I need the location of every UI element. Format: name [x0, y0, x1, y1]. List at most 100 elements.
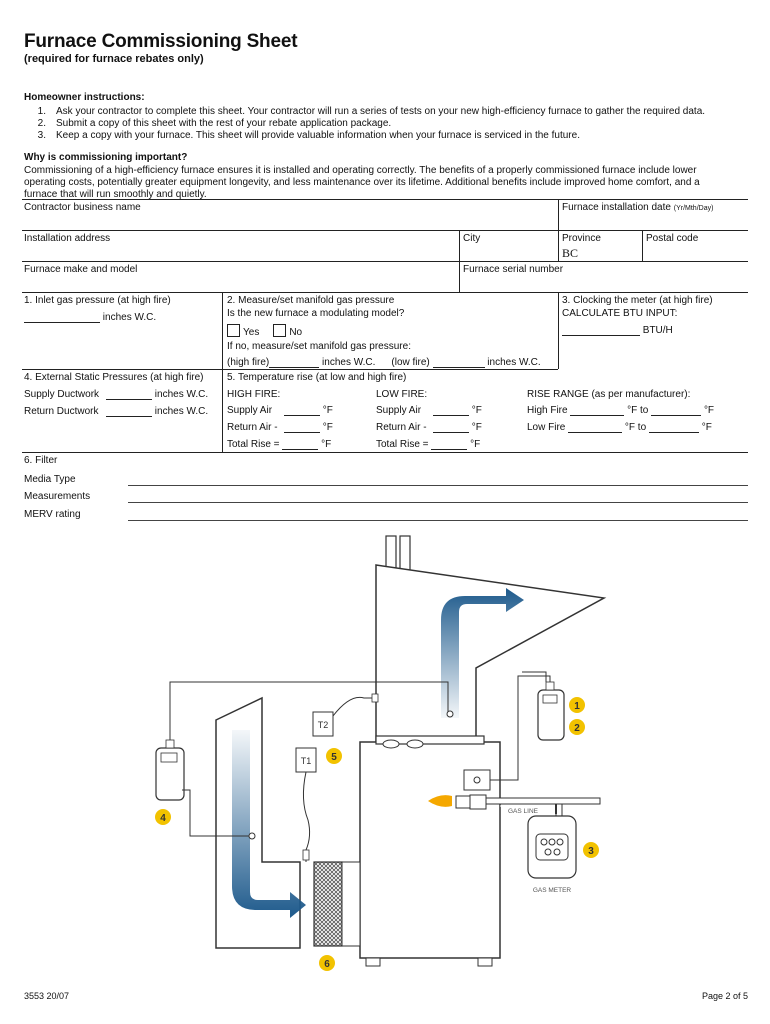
sec2-question: Is the new furnace a modulating model? — [227, 308, 405, 319]
yes-checkbox[interactable] — [227, 324, 240, 337]
merv-rating-label: MERV rating — [24, 509, 81, 520]
high-fire-max-field[interactable] — [651, 405, 702, 416]
gas-meter-label: GAS METER — [533, 887, 572, 894]
badge-5-label: 5 — [331, 752, 337, 763]
sec4-return-label: Return Ductwork — [24, 406, 99, 417]
sec2-manifold-row: (high fire) inches W.C.(low fire) inches… — [227, 357, 541, 368]
flame-icon — [428, 795, 452, 807]
install-date-format: (Yr/Mth/Day) — [673, 205, 714, 212]
install-date-field[interactable] — [562, 214, 746, 228]
deg-unit: °F — [470, 439, 481, 450]
low-fire-min-field[interactable] — [568, 422, 623, 433]
city-label: City — [463, 233, 481, 244]
form-border-top — [22, 199, 748, 200]
no-checkbox[interactable] — [273, 324, 287, 337]
high-total-rise-field[interactable] — [282, 439, 319, 450]
form-rule — [22, 261, 748, 262]
high-fire-label: (high fire) — [227, 357, 270, 368]
manifold-low-fire-field[interactable] — [432, 357, 485, 368]
sec5-rise-range: RISE RANGE (as per manufacturer): — [527, 389, 691, 400]
sec6-label: 6. Filter — [24, 455, 58, 466]
supply-airflow-arrow — [441, 588, 524, 718]
low-return-air-field[interactable] — [433, 422, 469, 433]
inlet-gas-pressure-field[interactable] — [24, 312, 100, 323]
install-date-label: Furnace installation date (Yr/Mth/Day) — [562, 202, 713, 213]
instruction-num: 3. — [37, 130, 46, 141]
postal-code-field[interactable] — [646, 245, 746, 259]
low-fire-label: (low fire) — [391, 357, 430, 368]
supply-ductwork-field[interactable] — [106, 389, 152, 400]
badge-2: 2 — [569, 719, 585, 735]
badge-1: 1 — [569, 697, 585, 713]
sec5-label: 5. Temperature rise (at low and high fir… — [227, 372, 407, 383]
low-fire-max-field[interactable] — [648, 422, 699, 433]
deg-unit: °F — [471, 422, 482, 433]
gas-line-label: GAS LINE — [508, 808, 539, 815]
form-divider — [558, 292, 559, 369]
badge-6-label: 6 — [324, 959, 330, 970]
high-supply-air-field[interactable] — [284, 405, 320, 416]
why-line-1: Commissioning of a high-efficiency furna… — [24, 165, 697, 176]
deg-to: °F to — [624, 422, 647, 433]
badge-2-label: 2 — [574, 723, 580, 734]
thermometer-t2 — [312, 711, 334, 737]
sec5-low-fire: LOW FIRE: — [376, 389, 428, 400]
install-date-text: Furnace installation date — [562, 202, 671, 213]
instruction-text: Keep a copy with your furnace. This shee… — [56, 130, 580, 141]
make-model-field[interactable] — [24, 276, 456, 290]
low-return-air-label: Return Air - — [376, 422, 427, 433]
province-label: Province — [562, 233, 601, 244]
sec1-label: 1. Inlet gas pressure (at high fire) — [24, 295, 171, 306]
sec3-unit: BTU/H — [642, 325, 673, 336]
supply-plenum — [375, 564, 607, 743]
province-value[interactable]: BC — [562, 246, 579, 260]
serial-number-field[interactable] — [463, 276, 746, 290]
deg-unit: °F — [321, 439, 332, 450]
instruction-1: 1.Ask your contractor to complete this s… — [24, 106, 705, 118]
contractor-business-name-field[interactable] — [24, 214, 554, 228]
deg-unit: °F — [703, 405, 715, 416]
measurements-label: Measurements — [24, 491, 91, 502]
furnace-diagram: T2 T1 GAS LINE GAS METER 1 2 3 4 5 6 — [155, 535, 607, 971]
installation-address-field[interactable] — [24, 245, 456, 259]
high-fire-min-field[interactable] — [570, 405, 625, 416]
sec4-supply-label: Supply Ductwork — [24, 389, 100, 400]
t2-label: T2 — [318, 720, 329, 730]
media-type-field[interactable] — [128, 485, 748, 486]
instruction-text: Submit a copy of this sheet with the res… — [56, 118, 392, 129]
badge-4-label: 4 — [160, 813, 166, 824]
sec3-calc: CALCULATE BTU INPUT: — [562, 308, 678, 319]
low-total-rise-row: Total Rise = °F — [376, 439, 480, 450]
low-fire-range-label: Low Fire — [527, 422, 566, 433]
low-total-rise-field[interactable] — [431, 439, 468, 450]
city-field[interactable] — [463, 245, 555, 259]
instructions-heading: Homeowner instructions: — [24, 92, 145, 103]
filter — [313, 861, 343, 947]
instruction-2: 2.Submit a copy of this sheet with the r… — [24, 118, 392, 130]
measurements-field[interactable] — [128, 502, 748, 503]
deg-unit: °F — [701, 422, 712, 433]
sec2-unit-1: inches W.C. — [322, 357, 376, 368]
manifold-high-fire-field[interactable] — [269, 357, 320, 368]
high-return-air-field[interactable] — [284, 422, 320, 433]
form-code: 3553 20/07 — [24, 991, 70, 1001]
form-rule — [22, 292, 748, 293]
return-ductwork-field[interactable] — [106, 406, 152, 417]
btu-input-field[interactable] — [562, 325, 640, 336]
high-fire-range-label: High Fire — [527, 405, 568, 416]
sec4-unit: inches W.C. — [154, 389, 209, 400]
instruction-3: 3. Keep a copy with your furnace. This sh… — [24, 130, 580, 142]
instruction-num: 1. — [37, 106, 46, 117]
merv-rating-field[interactable] — [128, 520, 748, 521]
low-supply-air-label: Supply Air — [376, 405, 422, 416]
page-subtitle: (required for furnace rebates only) — [24, 53, 204, 65]
form-rule — [22, 452, 748, 453]
low-supply-air-field[interactable] — [433, 405, 469, 416]
badge-4: 4 — [155, 809, 171, 825]
deg-unit: °F — [322, 405, 333, 416]
serial-number-label: Furnace serial number — [463, 264, 564, 275]
page-number: Page 2 of 5 — [701, 991, 748, 1001]
badge-1-label: 1 — [574, 701, 580, 712]
total-rise-label: Total Rise = — [376, 439, 429, 450]
